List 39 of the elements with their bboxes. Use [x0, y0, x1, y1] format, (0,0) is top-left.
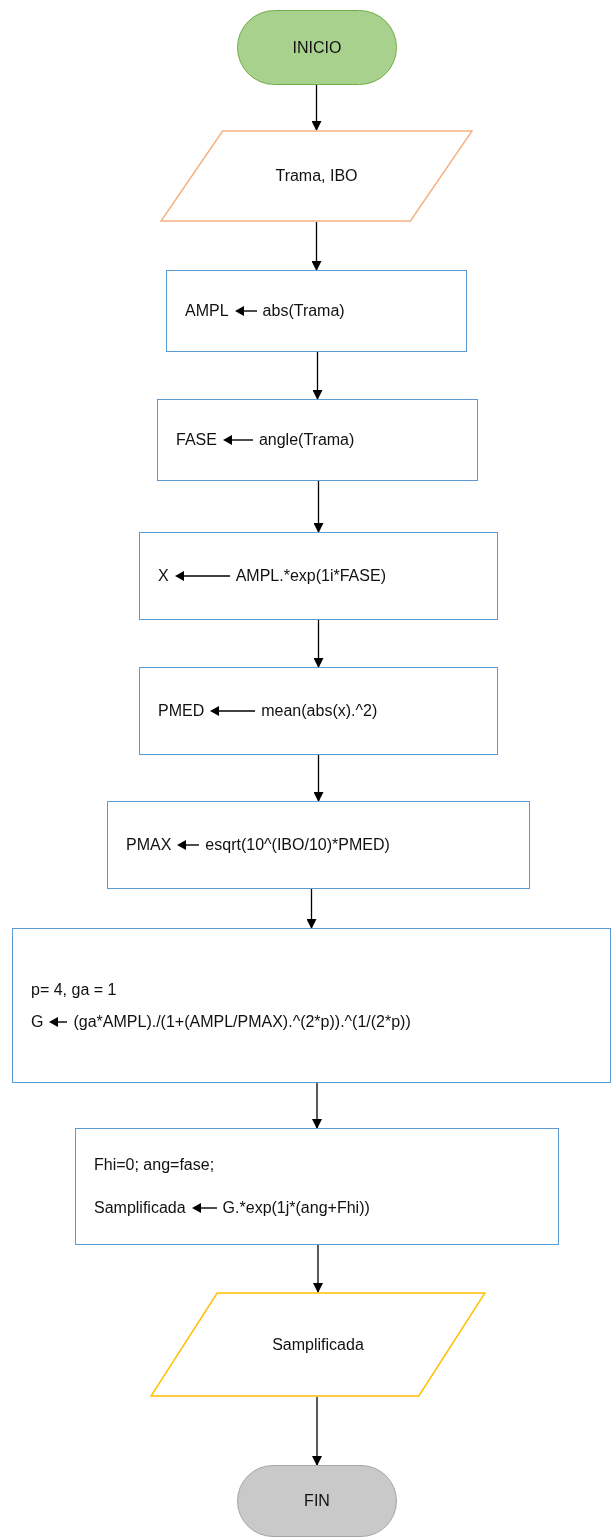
terminal-label: INICIO: [292, 38, 342, 57]
arrow: [312, 1396, 322, 1466]
assignment-target: X: [158, 567, 169, 585]
process-text: p= 4, ga = 1: [31, 980, 117, 999]
process-box: [139, 667, 498, 755]
arrow: [313, 480, 324, 533]
arrow: [313, 1244, 323, 1293]
assignment-expression: G.*exp(1j*(ang+Fhi)): [222, 1199, 370, 1217]
arrow: [313, 619, 324, 668]
arrow: [311, 84, 322, 131]
process-box: [12, 928, 611, 1083]
assignment-expression: abs(Trama): [262, 302, 345, 320]
process-box: [75, 1128, 559, 1245]
process-box: [157, 399, 478, 481]
input-output-parallelogram: [150, 1292, 486, 1397]
assignment-expression: angle(Trama): [258, 431, 355, 449]
arrow: [313, 754, 324, 802]
assignment-expression: (ga*AMPL)./(1+(AMPL/PMAX).^(2*p)).^(1/(2*p)): [73, 1012, 411, 1031]
process-box: [166, 270, 467, 352]
assignment-target: FASE: [176, 431, 217, 449]
io-label: Trama, IBO: [275, 167, 358, 185]
arrow: [311, 221, 322, 271]
process-box: [107, 801, 530, 889]
assignment-target: PMAX: [126, 836, 172, 854]
arrow: [306, 888, 317, 929]
arrow: [312, 351, 323, 400]
assignment-expression: esqrt(10^(IBO/10)*PMED): [205, 836, 390, 854]
assignment-target: G: [31, 1012, 44, 1031]
assignment-expression: mean(abs(x).^2): [261, 702, 378, 720]
assignment-expression: AMPL.*exp(1i*FASE): [235, 567, 386, 585]
assignment-target: AMPL: [185, 302, 229, 320]
io-label: Samplificada: [272, 1335, 364, 1354]
assignment-target: PMED: [158, 702, 205, 720]
arrow: [312, 1082, 322, 1129]
process-text: Fhi=0; ang=fase;: [94, 1156, 215, 1174]
input-output-parallelogram: [160, 130, 473, 222]
assignment-target: Samplificada: [94, 1199, 186, 1217]
process-box: [139, 532, 498, 620]
terminal-label: FIN: [304, 1492, 330, 1510]
